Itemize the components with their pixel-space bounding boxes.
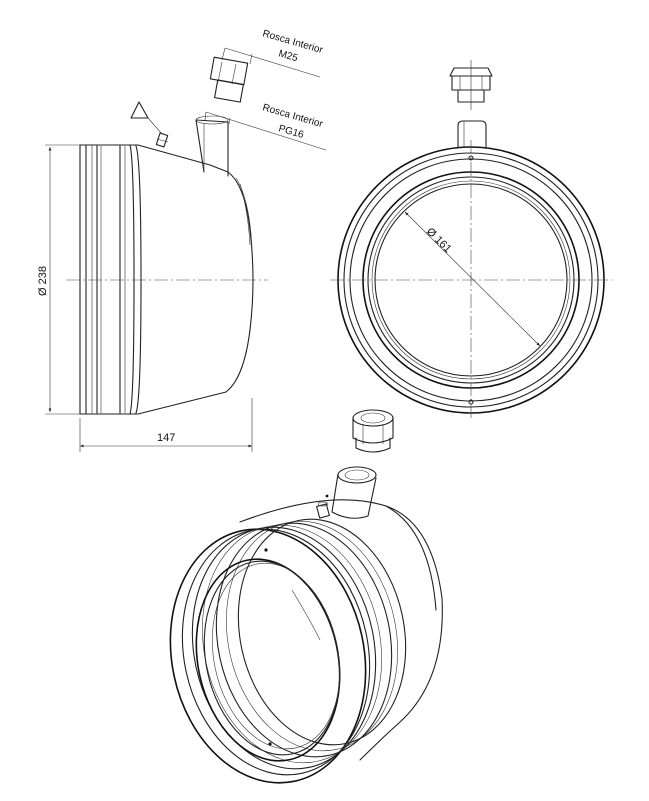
- thread-label-bottom-line2: PG16: [277, 123, 305, 141]
- dimension-inner-diameter: Ø 161: [424, 226, 454, 256]
- side-fitting-iso: [316, 494, 330, 519]
- dimension-length: 147: [157, 432, 175, 444]
- thread-label-top-line2: M25: [277, 48, 299, 64]
- fitting-front: [449, 60, 493, 110]
- front-view: Ø 161: [330, 60, 612, 420]
- fitting-iso: [352, 409, 394, 453]
- isometric-view: [169, 409, 443, 784]
- fitting-m25: [209, 56, 249, 103]
- side-view: Ø 238: [37, 28, 327, 452]
- dimension-outer-diameter: Ø 238: [37, 266, 49, 296]
- triangle-symbol-icon: [130, 101, 169, 148]
